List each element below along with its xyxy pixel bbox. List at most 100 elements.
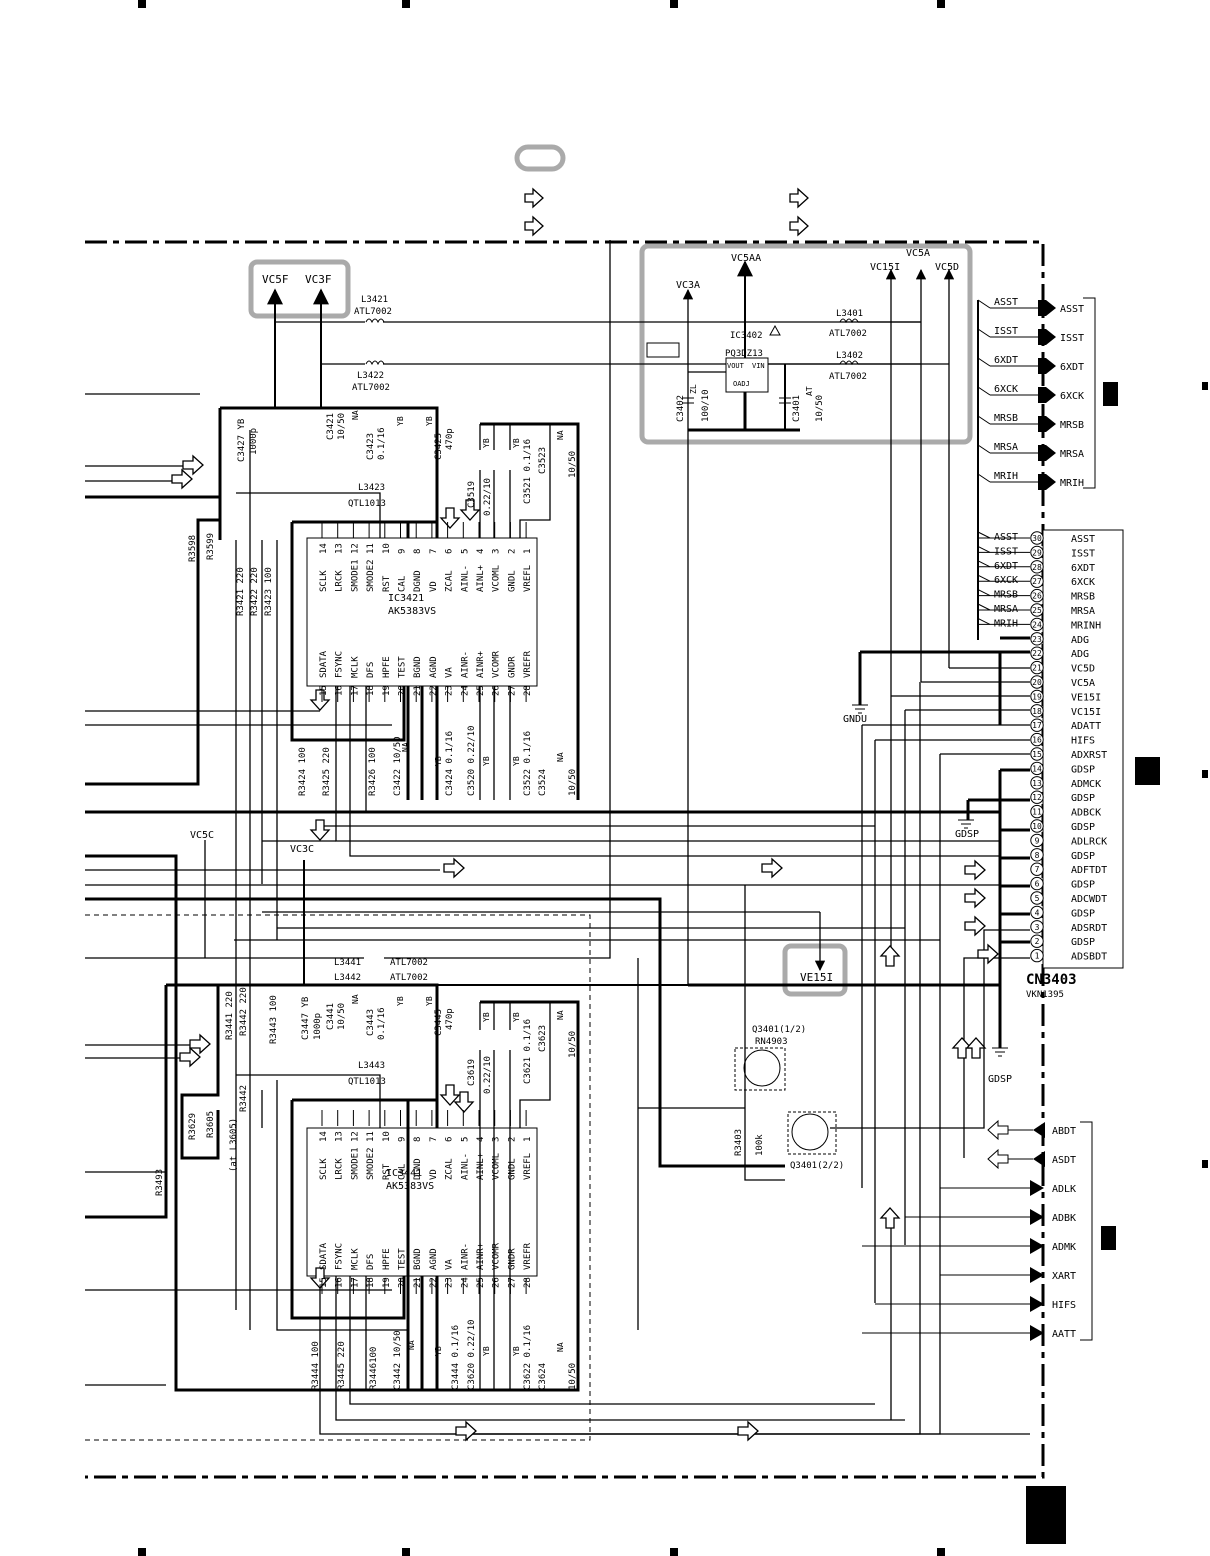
ic-pin-number: 10 [382,1131,392,1142]
label-r3422: R3422 220 [250,567,260,616]
label-r3442: R3442 [239,1085,249,1112]
port-arrow-icon [1030,1325,1044,1341]
flow-arrow-icon [987,1119,1009,1141]
ic-pin-name: SCLK [319,570,329,592]
label-l3402: L3402 [836,351,863,361]
ic-pin-name: AGND [429,656,439,678]
label-c3401: C3401 [792,395,802,422]
connector-pin-number: 20 [1032,678,1042,687]
connector-pin-circle [1030,934,1044,948]
connector-pin-name: ASST [1071,534,1095,545]
ic-pin-name: SCLK [319,1158,329,1180]
ic-pin-number: 22 [429,685,439,696]
connector-pin-number: 21 [1032,664,1042,673]
label-c3442-na: NA [407,1340,416,1350]
label-c3619-val: 0.22/10 [483,1056,493,1094]
port-label: 6XDT [1060,362,1084,373]
label-vc5f: VC5F [262,273,289,286]
label-r3423: R3423 100 [264,567,274,616]
connector-pin-name: ADG [1071,635,1089,646]
label-l3401-part: ATL7002 [829,329,867,339]
connector-pin-name: GDSP [1071,880,1095,891]
connector-pin-circle [1030,560,1044,574]
connector-pin-number: 12 [1032,793,1042,802]
ic-pin-number: 1 [523,549,533,554]
ic3421-labels: SCLK14LRCK13SMODE112SMODE211RST10CAL9DGN… [319,522,533,702]
ic-pin-number: 9 [398,1137,408,1142]
ic-pin-number: 15 [319,1277,329,1288]
connector-pin-number: 3 [1035,923,1040,932]
connector-wire-label: MRIH [994,618,1018,629]
port-arrow-icon [1038,300,1056,316]
label-c3519: C3519 [467,481,477,508]
label-r3605: R3605 [206,1111,216,1138]
ic-pin-number: 12 [350,543,360,554]
label-l3423-part: QTL1013 [348,499,386,509]
power-wiring [267,260,955,985]
ic-pin-number: 8 [413,549,423,554]
port-arrow-icon [1038,474,1056,490]
port-label: MRSA [1060,449,1084,460]
ic-pin-number: 5 [460,1137,470,1142]
label-oadj: OADJ [733,380,750,388]
ic-pin-number: 25 [476,685,486,696]
label-r3441: R3441 220 [225,991,235,1040]
lower-adc-wiring [85,682,1030,1435]
ic-pin-number: 23 [445,1277,455,1288]
connector-pin-number: 8 [1035,851,1040,860]
port-wire [977,299,991,309]
label-c3620: C3620 0.22/10 [467,1320,477,1390]
label-c3425: C3425 [434,433,444,460]
ic-pin-name: AGND [429,1248,439,1270]
label-r3599: R3599 [206,533,216,560]
connector-pin-circle [1030,574,1044,588]
label-c3402-val: 100/10 [701,389,711,422]
label-r3445: R3445 220 [337,1341,347,1390]
ic-pin-name: DFS [366,662,376,678]
ic-pin-name: VCOML [492,565,502,592]
label-yb-2: YB [425,416,434,426]
label-ic3402: IC3402 [730,331,763,341]
label-yb-11: YB [512,1012,521,1022]
label-c3441-val: 10/50 [337,1003,347,1030]
label-r3598: R3598 [188,535,198,562]
connector-pin-number: 30 [1032,534,1042,543]
ic-pin-name: MCLK [350,1248,360,1270]
port-label: XART [1052,1271,1076,1282]
label-yb-4: YB [512,438,521,448]
port-arrow-icon [1030,1267,1044,1283]
connector-pin-name: GDSP [1071,851,1095,862]
label-vc3a: VC3A [676,280,700,291]
connector-pin-number: 9 [1035,836,1040,845]
connector-pin-circle [1030,660,1044,675]
connector-pin-number: 22 [1032,649,1042,658]
label-r3443: R3443 100 [269,995,279,1044]
port-wire [977,386,991,396]
label-c3441-na: NA [351,994,360,1004]
label-vc5d: VC5D [935,262,959,273]
ic-pin-name: BGND [413,656,423,678]
ic-pin-name: FSYNC [335,651,345,678]
connector-pin-circle [1030,948,1044,963]
ic-pin-number: 16 [335,685,345,696]
label-l3402-part: ATL7002 [829,372,867,382]
label-gdsp: GDSP [955,829,979,840]
ic3441-ref: IC3441 [386,1168,422,1179]
ic-pin-number: 3 [492,1137,502,1142]
connector-pin-name: ADXRST [1071,750,1107,761]
label-r3403-val: 100k [755,1134,765,1156]
connector-pin-circle [1030,718,1044,732]
connector-pin-circle [1030,776,1044,790]
ic-pin-name: AINR- [460,651,470,678]
port-label: AATT [1052,1329,1076,1340]
port-label: HIFS [1052,1300,1076,1311]
port-wire [977,328,991,338]
label-l3422-part: ATL7002 [352,383,390,393]
label-yb-13: YB [482,1346,491,1356]
label-vc5a: VC5A [906,248,930,259]
label-yb-10: YB [482,1012,491,1022]
connector-pin-number: 28 [1032,563,1042,572]
ic3421-ref: IC3421 [388,593,424,604]
label-rn4903: RN4903 [755,1037,788,1047]
label-vc15i: VC15I [870,262,900,273]
